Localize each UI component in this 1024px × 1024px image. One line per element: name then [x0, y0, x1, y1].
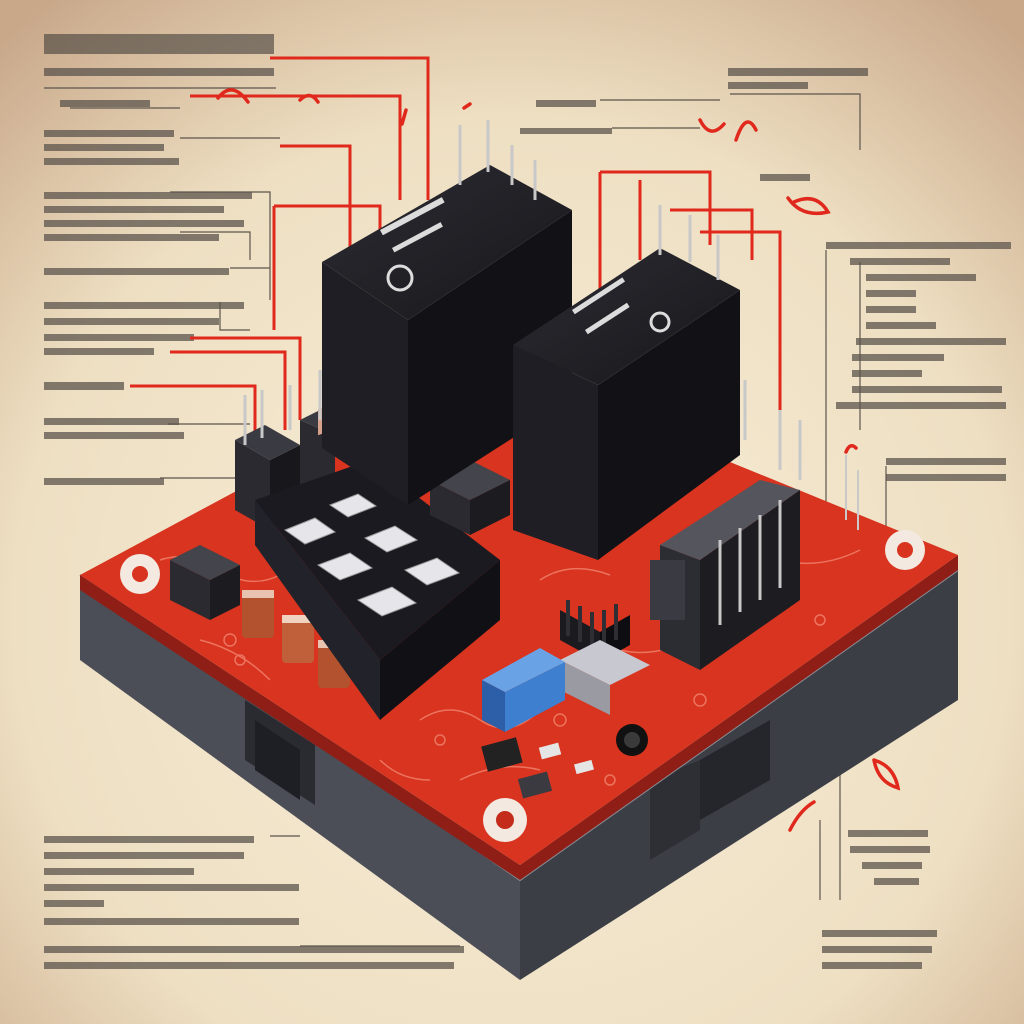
small-components-left — [170, 545, 240, 620]
resistor-pack — [560, 640, 650, 715]
smd-chips — [481, 724, 648, 799]
leader-arrow-icon — [216, 88, 901, 832]
antenna-pins — [845, 455, 859, 530]
leader-lines-red — [130, 56, 782, 450]
mosfet-array — [255, 460, 500, 720]
mounting-hole-icon — [120, 530, 925, 842]
pin-header-right — [650, 380, 802, 670]
spec-text-blocks — [44, 34, 1011, 969]
capacitor-icon — [482, 648, 565, 732]
relay-icon — [513, 205, 740, 560]
relay-icon — [322, 120, 572, 505]
